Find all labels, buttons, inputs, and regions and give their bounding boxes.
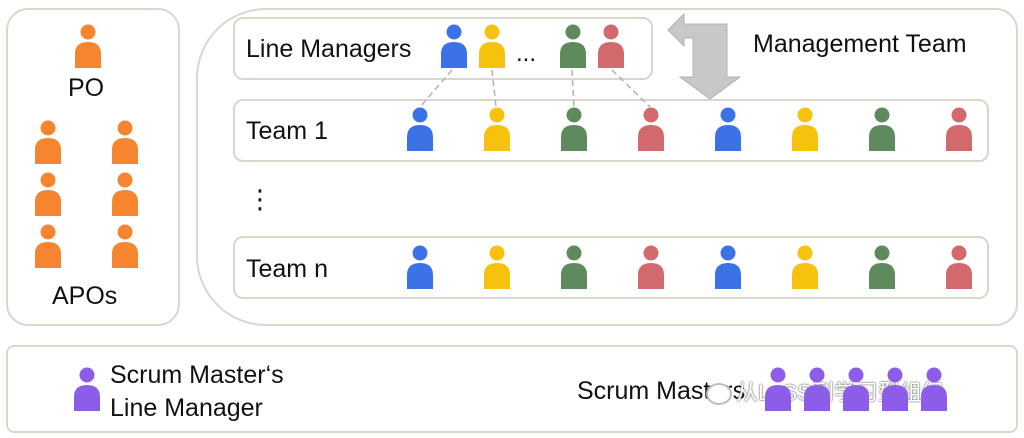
apos-label: APOs	[52, 282, 118, 310]
management-team-title: Management Team	[753, 30, 967, 58]
arrow-icon	[667, 12, 742, 100]
team-2-member-icon-6	[792, 245, 818, 289]
wechat-icon	[706, 383, 732, 406]
connector-blue	[419, 69, 453, 108]
connector-yellow	[491, 69, 497, 108]
team-2-member-icon-3	[561, 245, 587, 289]
team-1-member-icon-1	[407, 107, 433, 151]
line-manager-icon-green	[560, 24, 586, 68]
team-1-member-icon-3	[561, 107, 587, 151]
team-2-member-icon-1	[407, 245, 433, 289]
team-1-member-icon-7	[869, 107, 895, 151]
sm-line-manager-icon	[74, 367, 100, 411]
scrum-master-icon-5	[921, 367, 947, 411]
team-2-member-icon-8	[946, 245, 972, 289]
team-n-label: Team n	[246, 255, 328, 283]
team-1-label: Team 1	[246, 117, 328, 145]
apo-person-icon-1	[35, 120, 61, 164]
team-n-box	[233, 236, 989, 299]
line-managers-ellipsis: ...	[516, 40, 537, 67]
vertical-ellipsis: ⋮	[247, 184, 273, 214]
scrum-master-icon-4	[882, 367, 908, 411]
team-1-member-icon-4	[638, 107, 664, 151]
team-1-member-icon-2	[484, 107, 510, 151]
team-2-member-icon-7	[869, 245, 895, 289]
line-managers-label: Line Managers	[246, 35, 412, 63]
sm-line-manager-label-line1: Scrum Master‘s	[110, 361, 284, 389]
line-manager-icon-yellow	[479, 24, 505, 68]
apo-person-icon-4	[112, 172, 138, 216]
team-2-member-icon-4	[638, 245, 664, 289]
line-manager-icon-blue	[441, 24, 467, 68]
connector-red	[611, 69, 651, 108]
apo-person-icon-3	[35, 172, 61, 216]
apo-person-icon-6	[112, 224, 138, 268]
team-1-box	[233, 99, 989, 162]
apo-person-icon-5	[35, 224, 61, 268]
scrum-master-icon-3	[843, 367, 869, 411]
line-manager-icon-red	[598, 24, 624, 68]
team-2-member-icon-2	[484, 245, 510, 289]
team-1-member-icon-5	[715, 107, 741, 151]
apo-person-icon-2	[112, 120, 138, 164]
connector-green	[571, 69, 575, 108]
po-person-icon	[75, 24, 101, 68]
team-1-member-icon-6	[792, 107, 818, 151]
team-2-member-icon-5	[715, 245, 741, 289]
scrum-master-icon-1	[765, 367, 791, 411]
po-label: PO	[68, 74, 105, 102]
scrum-master-icon-2	[804, 367, 830, 411]
sm-line-manager-label-line2: Line Manager	[110, 394, 263, 422]
team-1-member-icon-8	[946, 107, 972, 151]
